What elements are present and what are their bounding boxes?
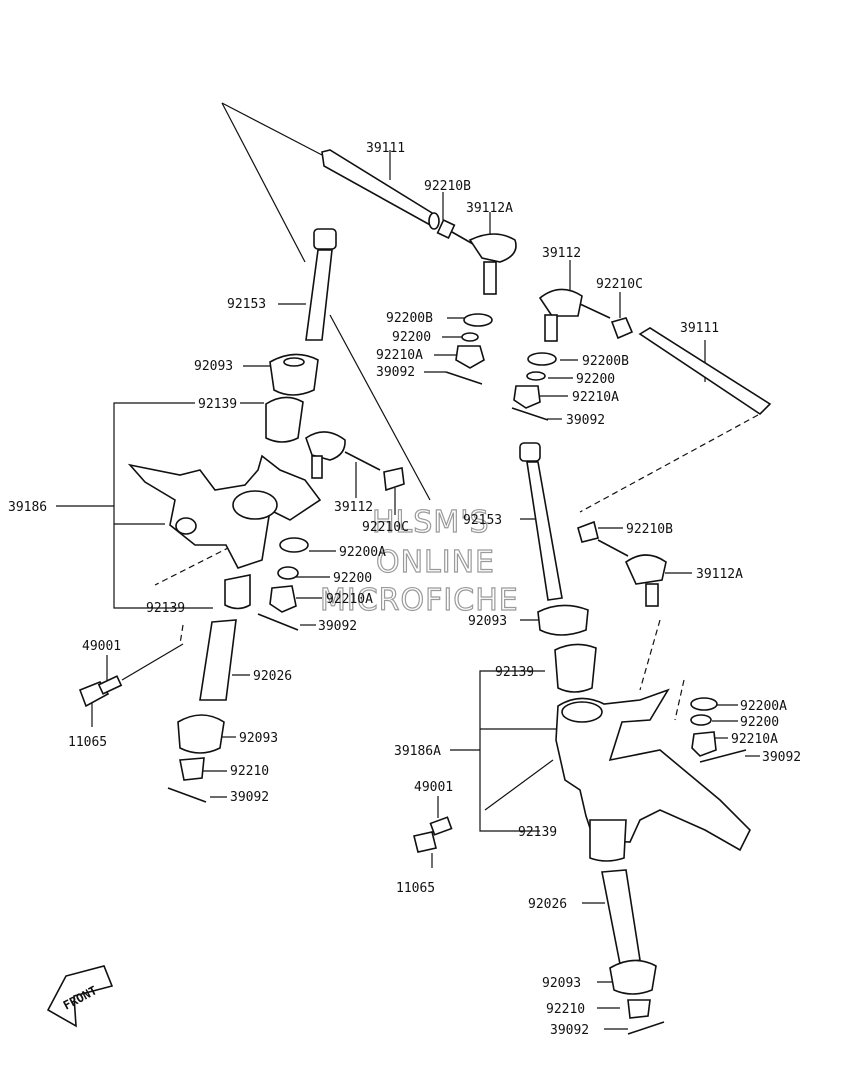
part-label-11065-left: 11065 bbox=[68, 735, 107, 750]
spindle-left bbox=[167, 619, 237, 803]
part-label-39092-left: 39092 bbox=[318, 619, 357, 634]
part-label-39092-right: 39092 bbox=[566, 413, 605, 428]
tie-rod-end-top bbox=[436, 219, 517, 295]
part-label-92200b-right: 92200B bbox=[582, 354, 629, 369]
part-label-39092-left-bot: 39092 bbox=[230, 790, 269, 805]
watermark-line-3: MICROFICHE bbox=[320, 583, 519, 618]
bolt-left bbox=[305, 228, 337, 341]
part-label-92026-right: 92026 bbox=[528, 897, 567, 912]
bushing-left-top bbox=[265, 353, 319, 443]
grease-fitting-right bbox=[413, 816, 453, 853]
part-label-92153-left: 92153 bbox=[227, 297, 266, 312]
part-label-92210c-right: 92210C bbox=[596, 277, 643, 292]
part-label-49001-right: 49001 bbox=[414, 780, 453, 795]
part-label-92200-right: 92200 bbox=[576, 372, 615, 387]
tie-rod-top bbox=[321, 149, 440, 230]
part-label-92093-left-bot: 92093 bbox=[239, 731, 278, 746]
part-label-39112-mid: 39112 bbox=[334, 500, 373, 515]
part-label-92200a-left: 92200A bbox=[339, 545, 386, 560]
washers-right bbox=[511, 352, 557, 421]
bolt-right bbox=[519, 442, 563, 601]
part-label-39112a-right: 39112A bbox=[696, 567, 743, 582]
part-label-92139-left-top: 92139 bbox=[198, 397, 237, 412]
part-label-92200-right2: 92200 bbox=[740, 715, 779, 730]
watermark: HLSM'S ONLINE MICROFICHE bbox=[319, 504, 519, 618]
part-label-92093-right-bot: 92093 bbox=[542, 976, 581, 991]
knuckle-right bbox=[555, 688, 751, 862]
part-label-39186: 39186 bbox=[8, 500, 47, 515]
washers-right-lower bbox=[690, 697, 747, 763]
part-label-39112-right: 39112 bbox=[542, 246, 581, 261]
part-labels: 39111 92210B 39112A 92153 92200B 92200 9… bbox=[8, 141, 801, 1038]
part-label-92210a-right2: 92210A bbox=[731, 732, 778, 747]
part-label-92200-left: 92200 bbox=[333, 571, 372, 586]
spindle-right bbox=[601, 869, 665, 1035]
part-label-92093-left: 92093 bbox=[194, 359, 233, 374]
part-label-92210a-left: 92210A bbox=[326, 592, 373, 607]
knuckle-left bbox=[127, 454, 322, 610]
part-label-92210c-mid: 92210C bbox=[362, 520, 409, 535]
part-label-92139-left-bot: 92139 bbox=[146, 601, 185, 616]
part-label-39092-right-bot: 39092 bbox=[550, 1023, 589, 1038]
part-label-39111-top: 39111 bbox=[366, 141, 405, 156]
part-label-39186a: 39186A bbox=[394, 744, 441, 759]
watermark-line-1: HLSM'S bbox=[372, 505, 490, 540]
part-label-92210a-right: 92210A bbox=[572, 390, 619, 405]
part-label-92200a-right: 92200A bbox=[740, 699, 787, 714]
part-label-92093-right: 92093 bbox=[468, 614, 507, 629]
part-label-92210-left: 92210 bbox=[230, 764, 269, 779]
part-label-39112a-top: 39112A bbox=[466, 201, 513, 216]
part-label-11065-right: 11065 bbox=[396, 881, 435, 896]
front-direction-arrow: FRONT bbox=[46, 965, 114, 1028]
watermark-line-2: ONLINE bbox=[376, 545, 495, 580]
washers-top bbox=[445, 313, 493, 385]
part-label-92139-right-bot: 92139 bbox=[518, 825, 557, 840]
part-label-92153-right: 92153 bbox=[463, 513, 502, 528]
part-label-49001-left: 49001 bbox=[82, 639, 121, 654]
part-label-92210b-right: 92210B bbox=[626, 522, 673, 537]
part-label-39111-right: 39111 bbox=[680, 321, 719, 336]
part-label-92210a-top: 92210A bbox=[376, 348, 423, 363]
tie-rod-right bbox=[638, 327, 772, 416]
part-label-39092-top: 39092 bbox=[376, 365, 415, 380]
tie-rod-end-right-lower bbox=[577, 520, 667, 607]
tie-rod-end-mid bbox=[305, 431, 405, 492]
part-label-92200-top: 92200 bbox=[392, 330, 431, 345]
part-label-92200b-top: 92200B bbox=[386, 311, 433, 326]
washers-left bbox=[257, 537, 309, 631]
part-label-92210b-top: 92210B bbox=[424, 179, 471, 194]
tie-rod-end-right bbox=[538, 288, 634, 342]
part-label-39092-right2: 39092 bbox=[762, 750, 801, 765]
part-label-92210-right: 92210 bbox=[546, 1002, 585, 1017]
bushing-right bbox=[537, 604, 597, 693]
part-label-92026-left: 92026 bbox=[253, 669, 292, 684]
grease-fitting-left bbox=[78, 675, 123, 708]
part-label-92139-right-top: 92139 bbox=[495, 665, 534, 680]
